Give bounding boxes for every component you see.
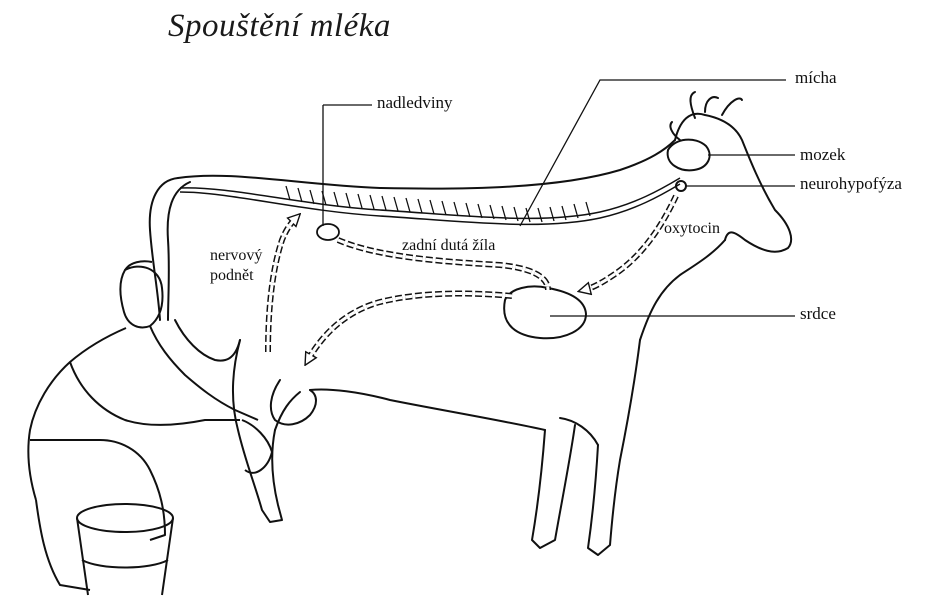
label-nervovy: nervový: [210, 246, 262, 266]
label-oxytocin: oxytocin: [664, 220, 720, 238]
label-mozek: mozek: [800, 146, 845, 165]
brain-shape: [668, 140, 710, 171]
vertebrae: [286, 186, 590, 222]
label-nervovy-podnet: nervový podnět: [210, 246, 262, 286]
bucket: [77, 504, 173, 595]
label-micha: mícha: [795, 69, 837, 88]
pathways: [268, 196, 676, 360]
milker-figure: [28, 261, 272, 590]
oxytocin-path: [584, 196, 676, 290]
label-neurohypofyza: neurohypofýza: [800, 175, 902, 194]
label-nadledviny: nadledviny: [377, 94, 453, 113]
label-srdce: srdce: [800, 305, 836, 324]
cow-outline: [150, 92, 791, 555]
heart-shape: [504, 287, 586, 339]
adrenal-shape: [317, 224, 339, 240]
label-zadni-duta-zila: zadní dutá žíla: [402, 237, 495, 255]
label-podnet: podnět: [210, 266, 262, 286]
heart-to-udder-path: [308, 294, 512, 360]
